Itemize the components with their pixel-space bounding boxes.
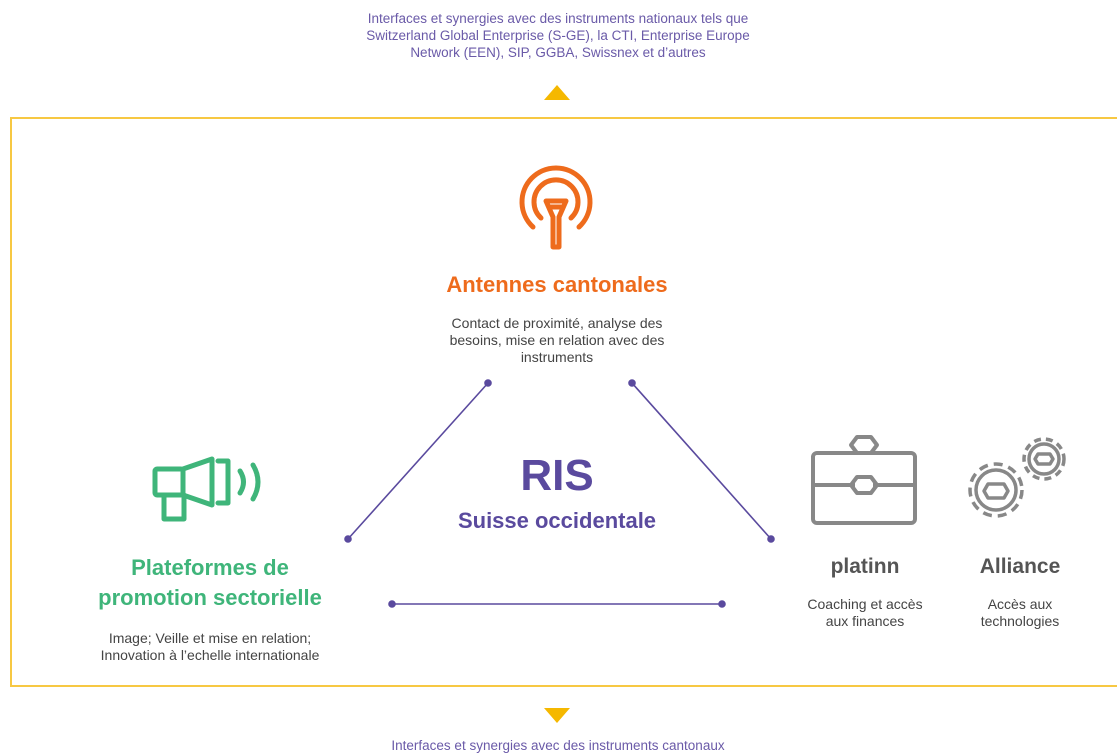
megaphone-icon: [152, 456, 261, 522]
down-arrow-icon: [544, 708, 570, 723]
line-dot: [484, 379, 492, 387]
line-right: [631, 382, 772, 540]
antennes-title: Antennes cantonales: [446, 272, 668, 297]
antennes-desc: Contact de proximité, analyse des besoin…: [400, 315, 714, 366]
plateformes-title-line: Plateformes de: [131, 555, 289, 580]
line-left: [347, 382, 489, 540]
top-note-line: Interfaces et synergies avec des instrum…: [367, 11, 749, 26]
antennes-desc-line: Contact de proximité, analyse des: [451, 315, 663, 331]
ris-title: RIS: [520, 451, 594, 500]
plateformes-desc-line: Innovation à l’echelle internationale: [100, 647, 320, 663]
alliance-title: Alliance: [979, 555, 1061, 578]
line-dot: [388, 600, 396, 608]
plateformes-desc: Image; Veille et mise en relation; Innov…: [60, 630, 360, 664]
platinn-title: platinn: [830, 555, 900, 578]
ris-subtitle: Suisse occidentale: [457, 508, 657, 533]
top-note-line: Switzerland Global Enterprise (S-GE), la…: [366, 28, 750, 43]
up-arrow-icon: [544, 85, 570, 100]
top-note: Interfaces et synergies avec des instrum…: [258, 10, 858, 61]
gears-icon: [968, 437, 1066, 518]
ris-frame: [10, 117, 1117, 687]
antenna-icon: [519, 165, 593, 250]
alliance-desc: Accès aux technologies: [950, 596, 1090, 630]
line-dot: [628, 379, 636, 387]
top-note-line: Network (EEN), SIP, GGBA, Swissnex et d’…: [410, 45, 706, 60]
plateformes-desc-line: Image; Veille et mise en relation;: [108, 630, 312, 646]
antennes-desc-line: besoins, mise en relation avec des: [449, 332, 665, 348]
briefcase-icon: [811, 435, 917, 525]
alliance-desc-line: technologies: [980, 613, 1060, 629]
antennes-desc-line: instruments: [520, 349, 594, 365]
plateformes-title: Plateformes de promotion sectorielle: [60, 553, 360, 613]
platinn-desc-line: aux finances: [825, 613, 905, 629]
plateformes-title-line: promotion sectorielle: [98, 585, 322, 610]
platinn-desc-line: Coaching et accès: [807, 596, 923, 612]
platinn-desc: Coaching et accès aux finances: [785, 596, 945, 630]
line-dot: [767, 535, 775, 543]
alliance-desc-line: Accès aux: [987, 596, 1053, 612]
bottom-note: Interfaces et synergies avec des instrum…: [391, 738, 725, 753]
line-dot: [718, 600, 726, 608]
line-dot: [344, 535, 352, 543]
